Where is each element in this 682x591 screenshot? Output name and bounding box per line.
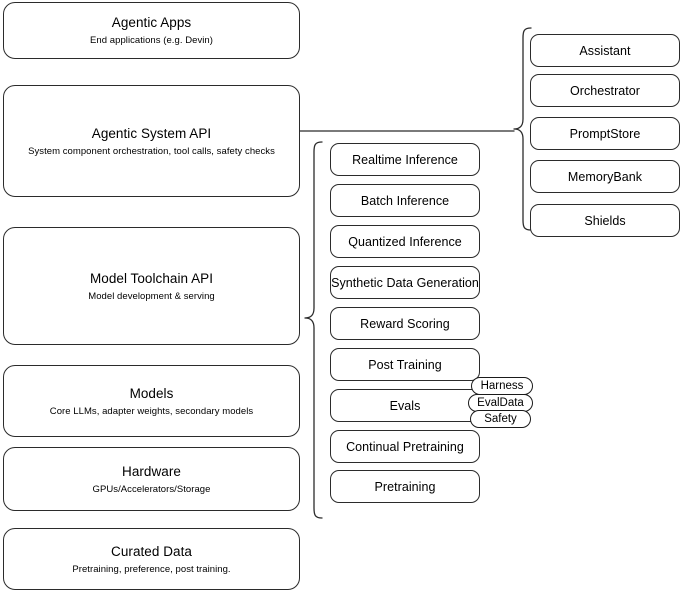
eval-subitem-label: EvalData [477,397,524,409]
layer-title: Models [129,385,174,401]
toolchain-item-label: Synthetic Data Generation [331,275,479,290]
system-component-label: Orchestrator [569,83,641,98]
toolchain-item-pretraining[interactable]: Pretraining [330,470,480,503]
toolchain-item-continual-pretraining[interactable]: Continual Pretraining [330,430,480,463]
toolchain-item-batch-inference[interactable]: Batch Inference [330,184,480,217]
toolchain-item-synthetic-data-generation[interactable]: Synthetic Data Generation [330,266,480,299]
toolchain-item-post-training[interactable]: Post Training [330,348,480,381]
layer-title: Agentic System API [91,125,212,141]
system-component-orchestrator[interactable]: Orchestrator [530,74,680,107]
layer-model-toolchain-api[interactable]: Model Toolchain API Model development & … [3,227,300,345]
toolchain-item-label: Batch Inference [360,193,450,208]
toolchain-item-label: Quantized Inference [348,234,462,249]
toolchain-item-quantized-inference[interactable]: Quantized Inference [330,225,480,258]
system-component-assistant[interactable]: Assistant [530,34,680,67]
eval-subitem-safety[interactable]: Safety [470,410,531,428]
layer-subtitle: End applications (e.g. Devin) [90,35,213,46]
layer-agentic-apps[interactable]: Agentic Apps End applications (e.g. Devi… [3,2,300,59]
toolchain-item-label: Post Training [368,357,442,372]
brace-system-components [513,27,532,231]
layer-agentic-system-api[interactable]: Agentic System API System component orch… [3,85,300,197]
system-component-memorybank[interactable]: MemoryBank [530,160,680,193]
connector-system-api-to-components [299,130,515,132]
layer-subtitle: Model development & serving [88,290,215,302]
eval-subitem-label: Safety [484,413,517,425]
layer-subtitle: Pretraining, preference, post training. [72,563,231,575]
layer-title: Curated Data [111,543,192,559]
layer-models[interactable]: Models Core LLMs, adapter weights, secon… [3,365,300,437]
layer-subtitle: GPUs/Accelerators/Storage [92,483,211,495]
toolchain-item-label: Continual Pretraining [346,439,464,454]
layer-subtitle: System component orchestration, tool cal… [28,145,275,157]
toolchain-item-label: Reward Scoring [360,316,450,331]
layer-title: Model Toolchain API [89,270,214,286]
toolchain-item-label: Pretraining [374,479,436,494]
brace-toolchain-items [304,141,323,519]
toolchain-item-realtime-inference[interactable]: Realtime Inference [330,143,480,176]
system-component-label: PromptStore [569,126,641,141]
layer-curated-data[interactable]: Curated Data Pretraining, preference, po… [3,528,300,590]
layer-title: Hardware [122,463,181,479]
toolchain-item-evals[interactable]: Evals [330,389,480,422]
system-component-label: MemoryBank [567,169,643,184]
system-component-shields[interactable]: Shields [530,204,680,237]
system-component-label: Shields [584,213,626,228]
layer-title: Agentic Apps [111,15,192,30]
toolchain-item-label: Realtime Inference [352,152,458,167]
toolchain-item-label: Evals [389,398,421,413]
system-component-label: Assistant [579,43,631,58]
layer-hardware[interactable]: Hardware GPUs/Accelerators/Storage [3,447,300,511]
eval-subitem-harness[interactable]: Harness [471,377,533,395]
toolchain-item-reward-scoring[interactable]: Reward Scoring [330,307,480,340]
eval-subitem-label: Harness [480,380,524,392]
system-component-promptstore[interactable]: PromptStore [530,117,680,150]
layer-subtitle: Core LLMs, adapter weights, secondary mo… [49,405,254,417]
